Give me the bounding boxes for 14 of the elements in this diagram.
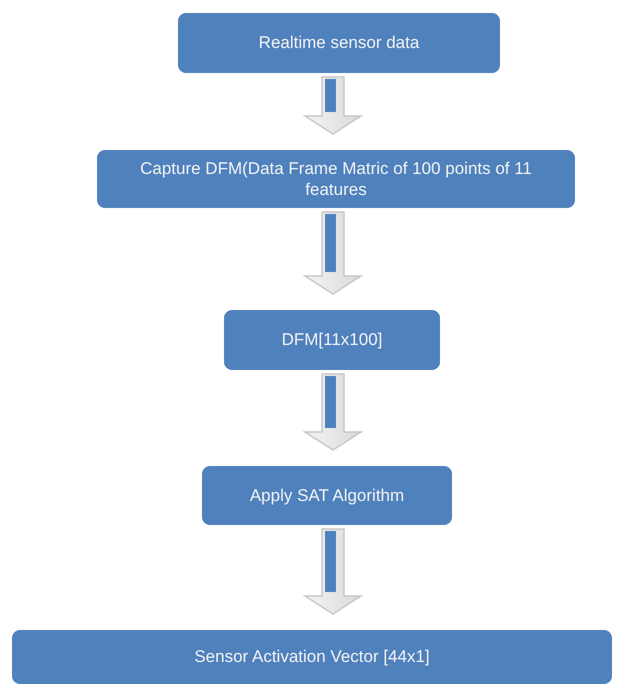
process-box bbox=[202, 466, 452, 525]
process-box bbox=[178, 13, 500, 73]
process-box bbox=[97, 150, 575, 208]
block-arrow bbox=[302, 211, 364, 295]
process-box bbox=[224, 310, 440, 370]
block-arrow bbox=[302, 373, 364, 451]
box-label: DFM[11x100] bbox=[282, 329, 382, 351]
box-label: Capture DFM(Data Frame Matric of 100 points of 11 features bbox=[139, 158, 533, 200]
box-label: Apply SAT Algorithm bbox=[250, 484, 404, 506]
block-arrow bbox=[302, 76, 364, 135]
block-arrow bbox=[302, 528, 364, 615]
box-label: Sensor Activation Vector [44x1] bbox=[194, 646, 430, 668]
box-label: Realtime sensor data bbox=[258, 32, 420, 54]
process-box bbox=[12, 630, 612, 684]
